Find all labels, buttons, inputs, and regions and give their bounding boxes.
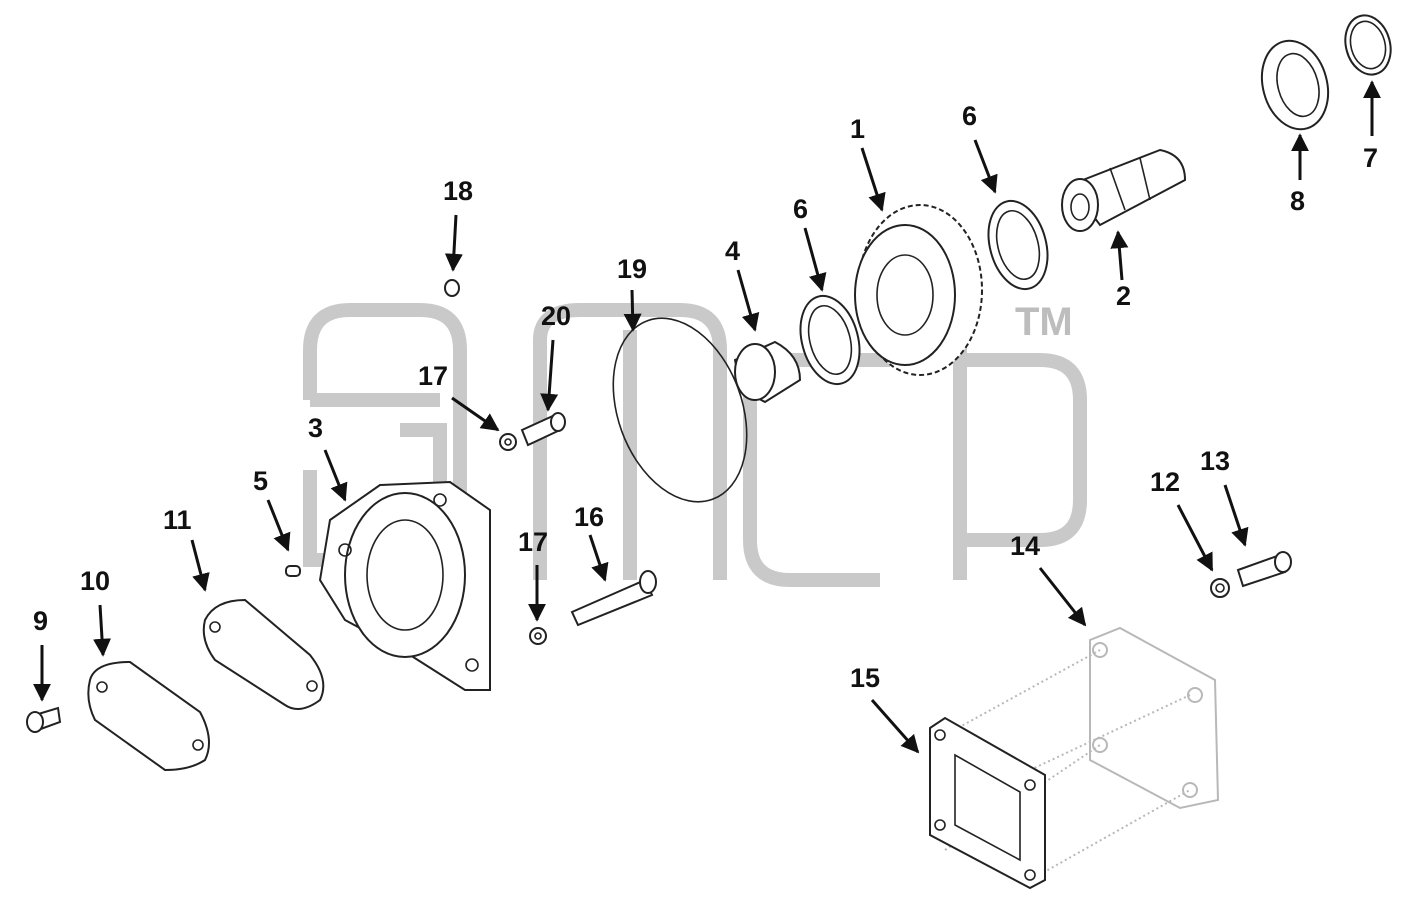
- arrow-head-icon: [973, 139, 998, 194]
- callout-5: 5: [253, 466, 268, 496]
- part-nut-12: [1210, 578, 1230, 598]
- arrow-head-icon: [860, 147, 886, 212]
- arrow-head-icon: [1038, 567, 1087, 627]
- callout-8: 8: [1290, 186, 1305, 216]
- callout-labels: 1 2 3 4 5 6 6 7 8 9 10 11 12 13 14 15 16…: [33, 101, 1378, 693]
- leader-arrows: [33, 80, 1381, 754]
- arrow-head-icon: [1176, 504, 1214, 572]
- callout-6a: 6: [793, 194, 808, 224]
- arrow-head-icon: [190, 539, 210, 592]
- arrow-head-icon: [540, 339, 559, 412]
- callout-7: 7: [1363, 143, 1378, 173]
- part-bolt-16: [570, 570, 657, 627]
- arrow-head-icon: [451, 396, 500, 432]
- callout-10: 10: [80, 566, 110, 596]
- arrow-head-icon: [736, 269, 760, 332]
- part-bolt-13: [1236, 551, 1292, 588]
- arrow-head-icon: [266, 499, 291, 552]
- callout-19: 19: [617, 254, 647, 284]
- callout-18: 18: [443, 176, 473, 206]
- part-pump-ghost: [944, 626, 1220, 881]
- part-bolt-20: [520, 412, 566, 447]
- callout-3: 3: [308, 413, 323, 443]
- part-gasket-11: [202, 598, 325, 710]
- callout-4: 4: [725, 236, 740, 266]
- arrow-head-icon: [623, 289, 642, 332]
- callout-16: 16: [574, 502, 604, 532]
- part-washer-6a: [987, 199, 1049, 291]
- callout-2: 2: [1116, 281, 1131, 311]
- callout-14: 14: [1010, 531, 1040, 561]
- trademark-symbol: TM: [1015, 300, 1073, 344]
- callout-17b: 17: [518, 527, 548, 557]
- callout-6b: 6: [962, 101, 977, 131]
- arrow-head-icon: [803, 227, 827, 292]
- callout-13: 13: [1200, 446, 1230, 476]
- part-bushing: [733, 340, 802, 404]
- arrow-head-icon: [588, 534, 609, 582]
- arrow-head-icon: [93, 604, 112, 657]
- part-nut-17b: [529, 627, 547, 645]
- arrow-head-icon: [1223, 484, 1249, 547]
- callout-20: 20: [541, 301, 571, 331]
- callout-11: 11: [163, 505, 192, 535]
- part-nut-17a: [499, 433, 517, 451]
- callout-1: 1: [850, 114, 865, 144]
- part-thrust-washer: [1260, 39, 1330, 131]
- part-housing: [318, 480, 491, 691]
- callout-15: 15: [850, 663, 880, 693]
- part-small-ring: [444, 279, 460, 297]
- callout-17a: 17: [418, 361, 448, 391]
- part-snap-ring: [1344, 14, 1392, 76]
- arrow-head-icon: [870, 699, 920, 754]
- part-gear: [854, 204, 983, 376]
- arrow-head-icon: [1110, 230, 1129, 281]
- arrow-head-icon: [444, 214, 463, 272]
- arrow-head-icon: [323, 449, 348, 502]
- part-bolt-9: [26, 706, 62, 733]
- part-shaft: [1061, 148, 1187, 232]
- part-o-ring: [612, 317, 748, 503]
- callout-9: 9: [33, 606, 48, 636]
- callout-12: 12: [1150, 467, 1180, 497]
- part-dowel: [285, 565, 301, 577]
- part-pump-gasket: [929, 716, 1046, 890]
- part-cover-plate: [87, 660, 210, 772]
- part-washer-6b: [799, 294, 861, 386]
